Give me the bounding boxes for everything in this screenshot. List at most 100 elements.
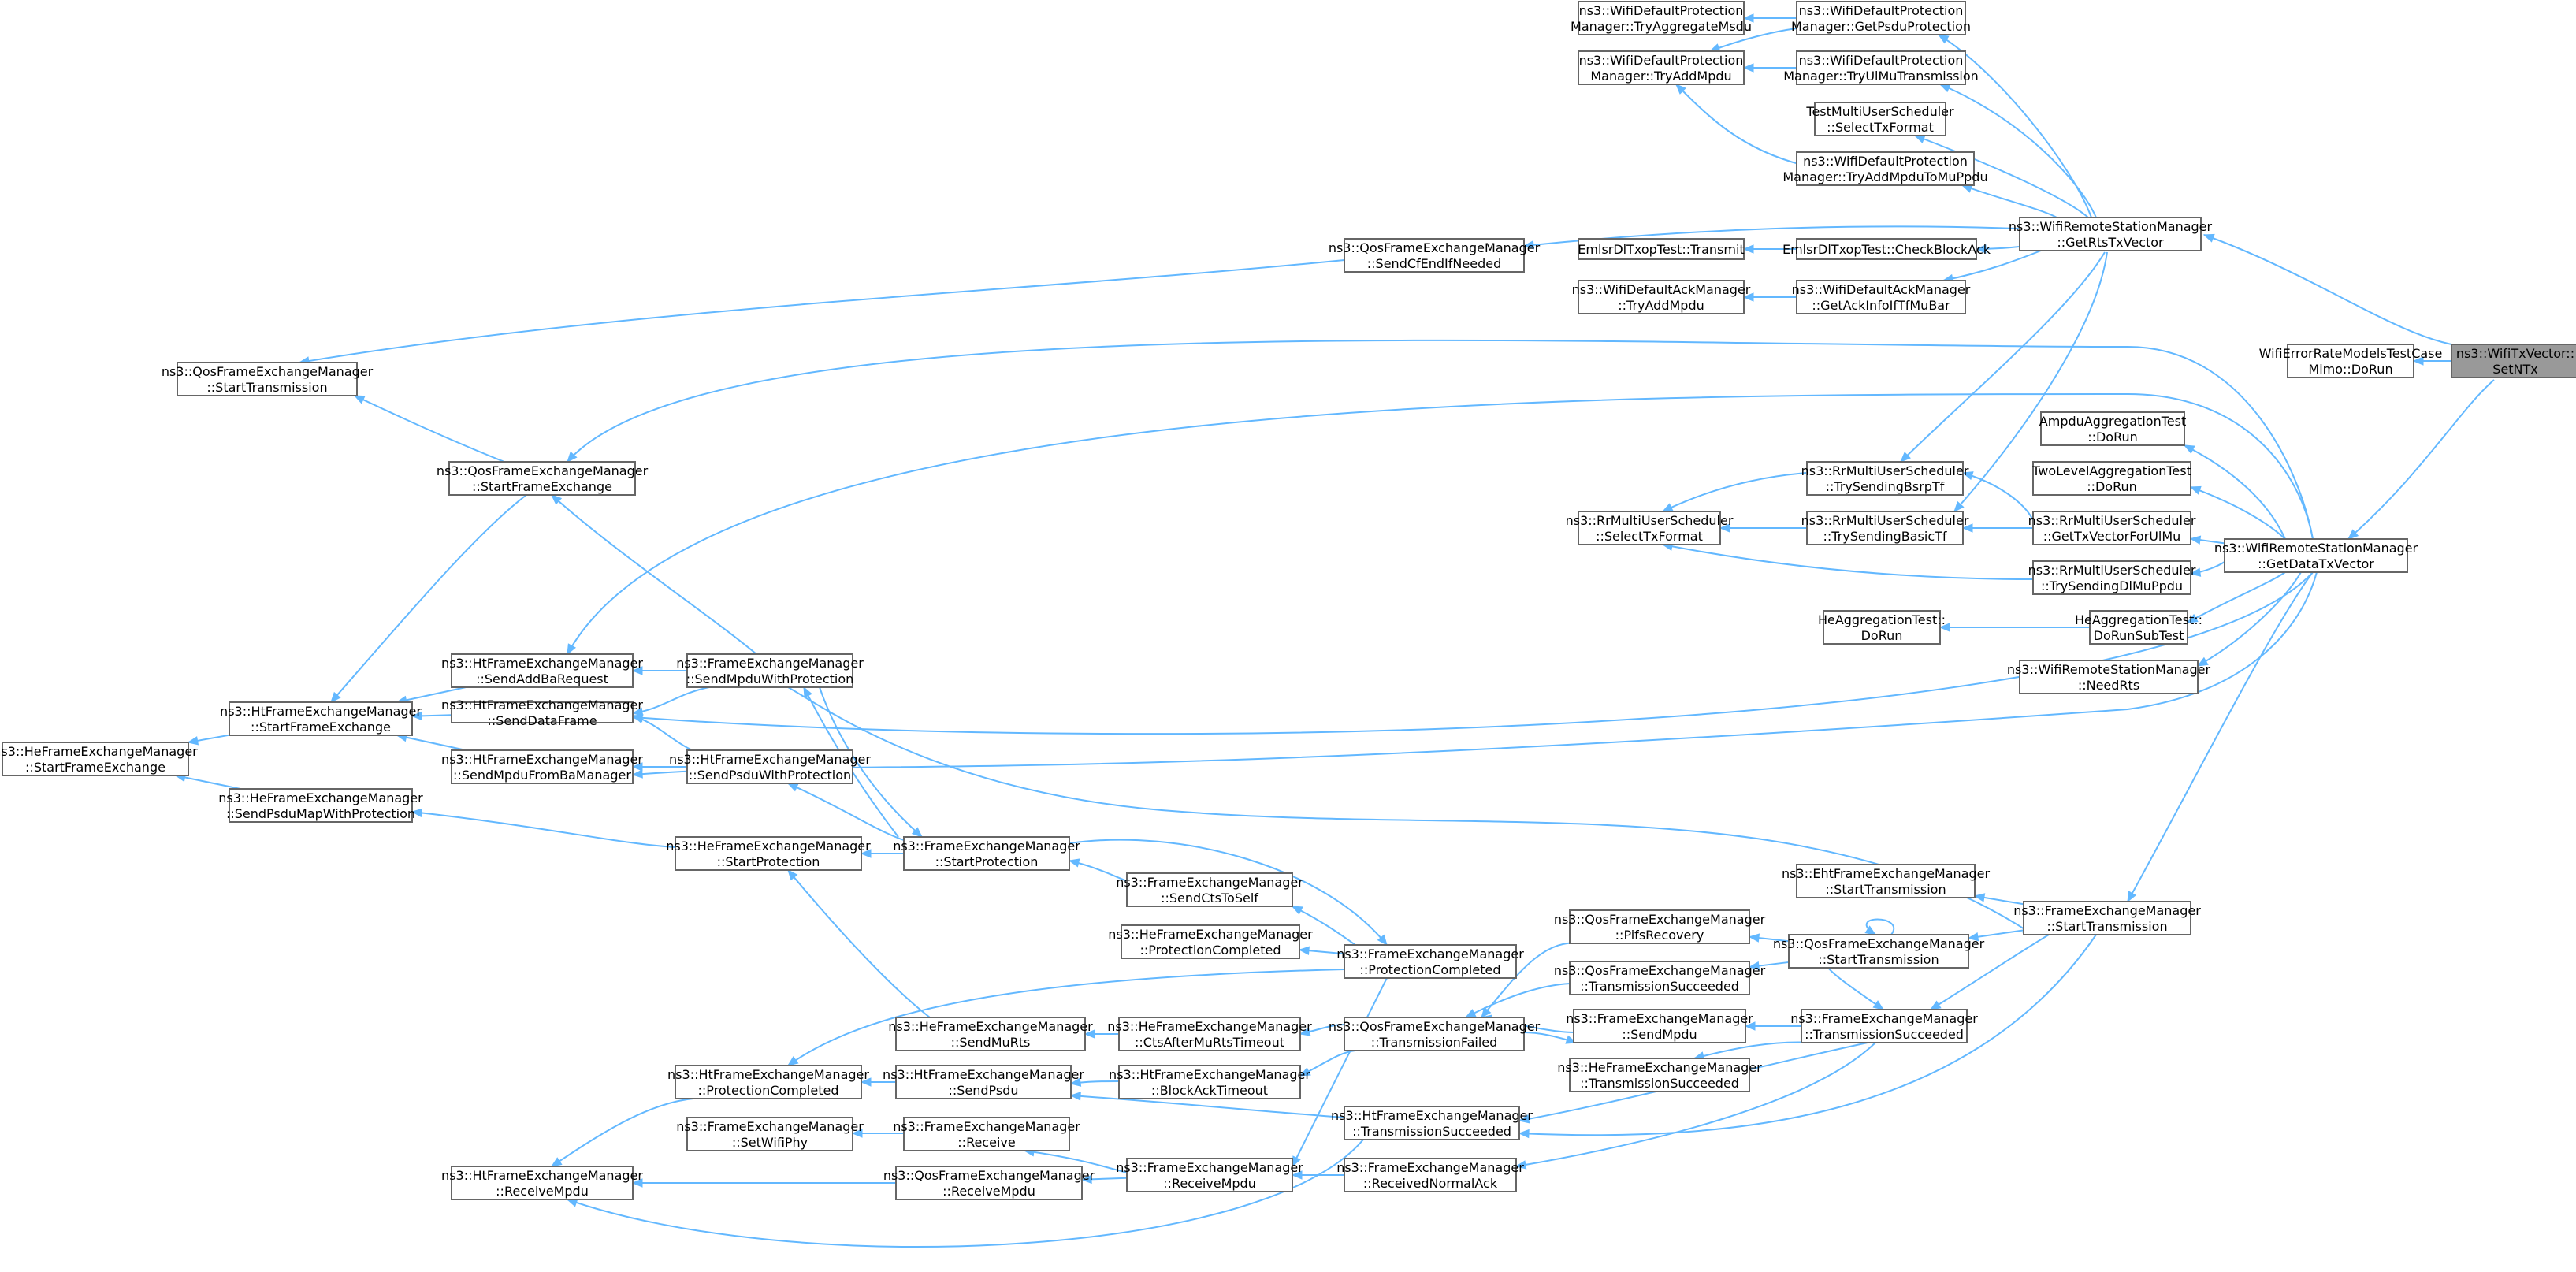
edge-arrowhead — [1084, 1029, 1095, 1039]
node-rrselect[interactable]: ns3::RrMultiUserScheduler::SelectTxForma… — [1566, 511, 1734, 545]
node-hestartprot[interactable]: ns3::HeFrameExchangeManager::StartProtec… — [666, 836, 871, 871]
call-edge-htaddba-to-fesendmpdu — [631, 666, 687, 675]
node-ampdu[interactable]: AmpduAggregationTest::DoRun — [2039, 411, 2186, 446]
node-ehtstarttx[interactable]: ns3::EhtFrameExchangeManager::StartTrans… — [1782, 864, 1991, 898]
node-tryaddmpdu_p[interactable]: ns3::WifiDefaultProtectionManager::TryAd… — [1578, 50, 1745, 85]
edge-arrowhead — [1742, 13, 1754, 23]
node-label-line: ns3::HtFrameExchangeManager — [883, 1067, 1084, 1082]
node-htsendmpduba[interactable]: ns3::HtFrameExchangeManager::SendMpduFro… — [441, 749, 643, 784]
node-box — [451, 1166, 634, 1200]
node-label-line: ::CtsAfterMuRtsTimeout — [1135, 1035, 1284, 1050]
node-trydl[interactable]: ns3::RrMultiUserScheduler::TrySendingDlM… — [2028, 560, 2196, 595]
edge-line — [551, 1098, 694, 1167]
node-label-line: ::ReceiveMpdu — [496, 1184, 589, 1199]
edge-arrowhead — [2189, 485, 2202, 495]
node-tryaggmsdu[interactable]: ns3::WifiDefaultProtectionManager::TryAg… — [1571, 1, 1752, 35]
node-ferecvmpdu[interactable]: ns3::FrameExchangeManager::ReceiveMpdu — [1116, 1158, 1303, 1192]
edge-arrowhead — [1961, 523, 1973, 533]
node-fetxsucc[interactable]: ns3::FrameExchangeManager::TransmissionS… — [1790, 1009, 1978, 1043]
node-htstartfe[interactable]: ns3::HtFrameExchangeManager::StartFrameE… — [220, 701, 422, 736]
node-box — [1121, 924, 1300, 959]
edge-arrowhead — [631, 666, 643, 675]
node-qostxsucc[interactable]: ns3::QosFrameExchangeManager::Transmissi… — [1554, 961, 1766, 995]
node-label-line: ::GetAckInfoIfTfMuBar — [1812, 298, 1950, 313]
node-twolevel[interactable]: TwoLevelAggregationTest::DoRun — [2031, 461, 2191, 496]
node-qostxfail[interactable]: ns3::QosFrameExchangeManager::Transmissi… — [1329, 1017, 1541, 1051]
node-heprotcomp[interactable]: ns3::HeFrameExchangeManager::ProtectionC… — [1108, 924, 1313, 959]
node-box — [1578, 280, 1745, 314]
call-edge-htrecvmpdu-to-htprotcomp — [550, 1098, 694, 1167]
node-festarttx[interactable]: ns3::FrameExchangeManager::StartTransmis… — [2013, 901, 2201, 935]
node-htprotcomp[interactable]: ns3::HtFrameExchangeManager::ProtectionC… — [667, 1065, 869, 1099]
node-heaggsub[interactable]: HeAggregationTest::DoRunSubTest — [2075, 610, 2202, 645]
node-qosrecvmpdu[interactable]: ns3::QosFrameExchangeManager::ReceiveMpd… — [883, 1166, 1095, 1200]
node-trybsrp[interactable]: ns3::RrMultiUserScheduler::TrySendingBsr… — [1801, 461, 1969, 496]
node-label-line: ::NeedRts — [2078, 678, 2139, 693]
node-htsendpsdu2[interactable]: ns3::HtFrameExchangeManager::SendPsdu — [883, 1065, 1084, 1099]
node-qosstarttx_left[interactable]: ns3::QosFrameExchangeManager::StartTrans… — [162, 362, 374, 396]
edge-arrowhead — [1961, 471, 1974, 481]
node-getdata[interactable]: ns3::WifiRemoteStationManager::GetDataTx… — [2214, 538, 2418, 573]
node-tryaddmpdutomu[interactable]: ns3::WifiDefaultProtectionManager::TryAd… — [1782, 151, 1988, 186]
node-hectsafter[interactable]: ns3::HeFrameExchangeManager::CtsAfterMuR… — [1107, 1017, 1312, 1051]
node-hesendmurts[interactable]: ns3::HeFrameExchangeManager::SendMuRts — [888, 1017, 1093, 1051]
node-qospifs[interactable]: ns3::QosFrameExchangeManager::PifsRecove… — [1554, 909, 1766, 944]
node-ackaddmpdu[interactable]: ns3::WifiDefaultAckManager::TryAddMpdu — [1572, 280, 1751, 314]
call-edge-getrts-to-setntx — [2202, 233, 2490, 349]
node-box — [903, 1117, 1070, 1151]
call-edge-emlsrcheck-to-getrts — [1975, 244, 2020, 254]
node-feprotcomp[interactable]: ns3::FrameExchangeManager::ProtectionCom… — [1336, 944, 1524, 979]
node-ferecvnormal[interactable]: ns3::FrameExchangeManager::ReceivedNorma… — [1336, 1158, 1524, 1192]
node-emlsrtransmit[interactable]: EmlsrDlTxopTest::Transmit — [1578, 238, 1745, 260]
node-htsenddata[interactable]: ns3::HtFrameExchangeManager::SendDataFra… — [441, 697, 643, 728]
node-heaggdorun[interactable]: HeAggregationTest::DoRun — [1818, 610, 1946, 645]
node-label-line: ns3::FrameExchangeManager — [1336, 947, 1524, 961]
node-htaddba[interactable]: ns3::HtFrameExchangeManager::SendAddBaRe… — [441, 653, 643, 688]
edge-line — [175, 775, 241, 790]
node-getackinfo[interactable]: ns3::WifiDefaultAckManager::GetAckInfoIf… — [1792, 280, 1971, 314]
node-tryulmu[interactable]: ns3::WifiDefaultProtectionManager::TryUl… — [1783, 50, 1979, 85]
node-gettxul[interactable]: ns3::RrMultiUserScheduler::GetTxVectorFo… — [2028, 511, 2196, 545]
node-fesendmpdu2[interactable]: ns3::FrameExchangeManager::SendMpdu — [1566, 1009, 1753, 1043]
edge-arrowhead — [1291, 906, 1303, 915]
node-htsendpsdu[interactable]: ns3::HtFrameExchangeManager::SendPsduWit… — [669, 749, 871, 784]
node-trybasic[interactable]: ns3::RrMultiUserScheduler::TrySendingBas… — [1801, 511, 1969, 545]
node-hesendpsdumap[interactable]: ns3::HeFrameExchangeManager::SendPsduMap… — [218, 788, 423, 823]
node-festartprot[interactable]: ns3::FrameExchangeManager::StartProtecti… — [893, 836, 1080, 871]
call-edge-rrselect-to-trydl — [1661, 541, 2034, 580]
node-fesendmpdu[interactable]: ns3::FrameExchangeManager::SendMpduWithP… — [676, 653, 864, 688]
call-edge-qostxsucc-to-qosstarttx_right — [1748, 961, 1790, 971]
edge-arrowhead — [1742, 244, 1754, 254]
node-hetxsucc[interactable]: ns3::HeFrameExchangeManager::Transmissio… — [1557, 1058, 1762, 1092]
node-qosstarttx_right[interactable]: ns3::QosFrameExchangeManager::StartTrans… — [1773, 934, 1985, 969]
node-getrts[interactable]: ns3::WifiRemoteStationManager::GetRtsTxV… — [2009, 217, 2213, 251]
node-hestartfe[interactable]: ns3::HeFrameExchangeManager::StartFrameE… — [0, 742, 198, 776]
node-fesendcts[interactable]: ns3::FrameExchangeManager::SendCtsToSelf — [1116, 872, 1303, 907]
node-htrecvmpdu[interactable]: ns3::HtFrameExchangeManager::ReceiveMpdu — [441, 1166, 643, 1200]
node-box — [895, 1166, 1083, 1200]
node-qosstartfe[interactable]: ns3::QosFrameExchangeManager::StartFrame… — [437, 461, 649, 496]
edge-arrowhead — [851, 1129, 863, 1138]
node-htblockack[interactable]: ns3::HtFrameExchangeManager::BlockAckTim… — [1109, 1065, 1310, 1099]
call-edge-qospifs-to-qosstarttx_right — [1748, 933, 1790, 943]
node-fereceive[interactable]: ns3::FrameExchangeManager::Receive — [893, 1117, 1080, 1151]
edge-arrowhead — [2202, 233, 2215, 243]
node-label-line: ::TrySendingDlMuPpdu — [2041, 578, 2183, 593]
node-needrts[interactable]: ns3::WifiRemoteStationManager::NeedRts — [2007, 660, 2211, 694]
node-box — [1788, 934, 1969, 969]
call-edge-htsenddata-to-getdata — [631, 571, 2314, 735]
edge-line — [2127, 571, 2314, 902]
edge-arrowhead — [1939, 623, 1950, 632]
node-testmu[interactable]: TestMultiUserScheduler::SelectTxFormat — [1805, 102, 1954, 136]
node-sendcfend[interactable]: ns3::QosFrameExchangeManager::SendCfEndI… — [1329, 238, 1541, 273]
edge-arrowhead — [1900, 452, 1911, 463]
node-setntx[interactable]: ns3::WifiTxVector::SetNTx — [2451, 344, 2576, 378]
node-getpsdu[interactable]: ns3::WifiDefaultProtectionManager::GetPs… — [1791, 1, 1971, 35]
node-fesetphy[interactable]: ns3::FrameExchangeManager::SetWifiPhy — [676, 1117, 864, 1151]
node-httxsucc[interactable]: ns3::HtFrameExchangeManager::Transmissio… — [1331, 1106, 1533, 1140]
node-label-line: ns3::HeFrameExchangeManager — [666, 839, 871, 854]
edge-line — [396, 735, 467, 751]
node-box — [1344, 944, 1517, 979]
node-emlsrcheck[interactable]: EmlsrDlTxopTest::CheckBlockAck — [1782, 238, 1991, 260]
